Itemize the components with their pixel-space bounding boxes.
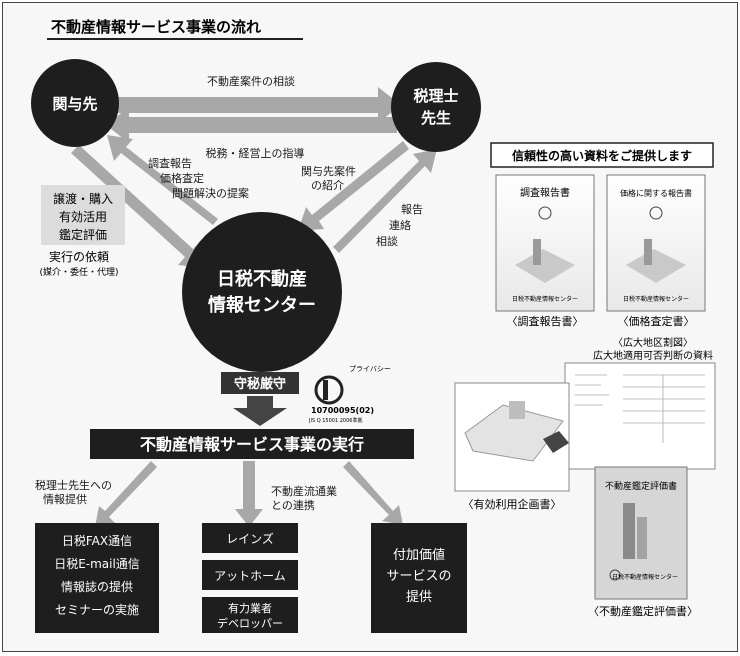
intro-label-2: の紹介 [311,179,344,192]
arrow-request [71,145,203,268]
developer-label-1: 有力業者 [228,601,272,615]
arrow-report-left [107,135,218,225]
zeirishi-label-2: 先生 [421,109,451,127]
appraisal-cover-tower-2 [637,517,647,559]
docs-header: 信頼性の高い資料をご提供します [512,148,692,163]
caption-plan: 〈有効利用企画書〉 [463,497,562,511]
left-label-3: 問題解決の提案 [172,186,249,200]
service-left-box [35,523,159,633]
secrecy-tag [221,372,299,394]
contact-label-2: 連絡 [389,218,411,232]
arrow-to-realestate [235,461,263,527]
service-left-2: 日税E-mail通信 [54,557,140,571]
contact-label-1: 報告 [401,203,423,216]
execution-title: 不動産情報サービス事業の実行 [140,435,364,454]
price-cover-title: 価格に関する報告書 [620,188,692,198]
arrow-to-value [343,461,403,525]
arrow-guidance-label: 税務・経営上の指導 [206,146,305,160]
service-right-2: サービスの [386,569,451,584]
center-node [182,212,342,372]
privacy-mark-label: プライバシー [349,365,391,373]
price-cover-city [626,249,686,283]
contact-label-3: 相談 [376,234,398,248]
branch-mid-1: 不動産流通業 [271,484,337,498]
arrow-introduce [298,141,409,231]
arrow-consult [111,87,401,123]
branch-left-1: 税理士先生への [35,478,112,492]
price-cover [606,174,706,312]
service-left-4: セミナーの実施 [55,602,139,617]
service-right-3: 提供 [406,589,432,605]
arrow-contact [333,149,437,253]
left-label-1: 調査報告 [148,156,192,170]
appraisal-cover-title: 不動産鑑定評価書 [605,480,677,492]
privacy-mark-stem [323,380,328,400]
plan-sheet-building [543,431,569,453]
execution-banner [90,429,414,459]
athome-label: アットホーム [214,569,286,583]
center-label-2: 情報センター [208,294,316,316]
kanyo-label: 関与先 [52,95,97,113]
branch-left-2: 情報提供 [43,492,87,506]
service-right-1: 付加価値 [393,547,445,563]
price-cover-building [644,239,652,265]
left-box [41,185,125,245]
caption-appraisal: 〈不動産鑑定評価書〉 [588,604,698,618]
service-right-box [371,523,467,633]
secrecy-arrow [233,396,287,426]
appraisal-cover-footer: 日税不動産情報センター [612,573,678,581]
arrow-guidance [106,107,397,143]
diagram-title: 不動産情報サービス事業の流れ [51,18,261,36]
request-label: 実行の依頼 [49,249,109,264]
appraisal-cover-tower [623,503,635,559]
arrow-consult-label: 不動産案件の相談 [207,74,295,88]
report-cover-title: 調査報告書 [520,186,570,199]
reins-box [202,523,298,553]
intro-label-1: 関与先案件 [301,164,356,178]
zeirishi-label-1: 税理士 [413,87,458,105]
branch-mid-2: との連携 [271,498,315,512]
report-cover-building [533,239,541,265]
developer-label-2: デベロッパー [217,616,283,630]
area-map-sheet [564,362,716,470]
price-cover-logo-icon [649,206,663,220]
kanyo-node [31,59,119,147]
report-cover-footer: 日税不動産情報センター [512,295,578,303]
zeirishi-node [391,62,481,152]
request-sub-label: (媒介・委任・代理) [39,266,118,278]
price-cover-footer: 日税不動産情報センター [623,295,689,303]
privacy-number: 10700095(02) [311,406,374,415]
center-label-1: 日税不動産 [217,268,307,290]
caption-report: 〈調査報告書〉 [507,314,584,328]
area-map-lines [575,374,705,443]
left-box-2: 有効活用 [59,209,107,224]
plan-sheet-block [509,401,525,419]
report-cover-logo-icon [538,206,552,220]
caption-price: 〈価格査定書〉 [618,314,695,328]
left-box-1: 譲渡・購入 [53,191,113,206]
service-left-1: 日税FAX通信 [62,534,132,548]
privacy-mark-icon [314,375,344,405]
developer-box [202,597,298,633]
flow-diagram: 不動産情報サービス事業の流れ 不動産案件の相談 税務・経営上の指導 関与先 税理… [31,18,716,633]
secrecy-label: 守秘厳守 [234,376,286,392]
report-cover [495,174,595,312]
caption-area-2: 広大地適用可否判断の資料 [593,349,713,362]
report-cover-city [515,249,575,283]
service-left-3: 情報誌の提供 [61,579,133,594]
appraisal-cover-logo-icon [609,569,621,581]
arrow-to-tax [95,461,157,527]
athome-box [202,560,298,590]
left-label-2: 価格査定 [160,171,204,185]
docs-header-box [490,142,714,168]
left-box-3: 鑑定評価 [59,227,107,242]
reins-label: レインズ [226,531,274,546]
caption-area-1: 〈広大地区割図〉 [613,336,693,349]
privacy-small: JIS Q 15001 2006準拠 [308,417,362,424]
